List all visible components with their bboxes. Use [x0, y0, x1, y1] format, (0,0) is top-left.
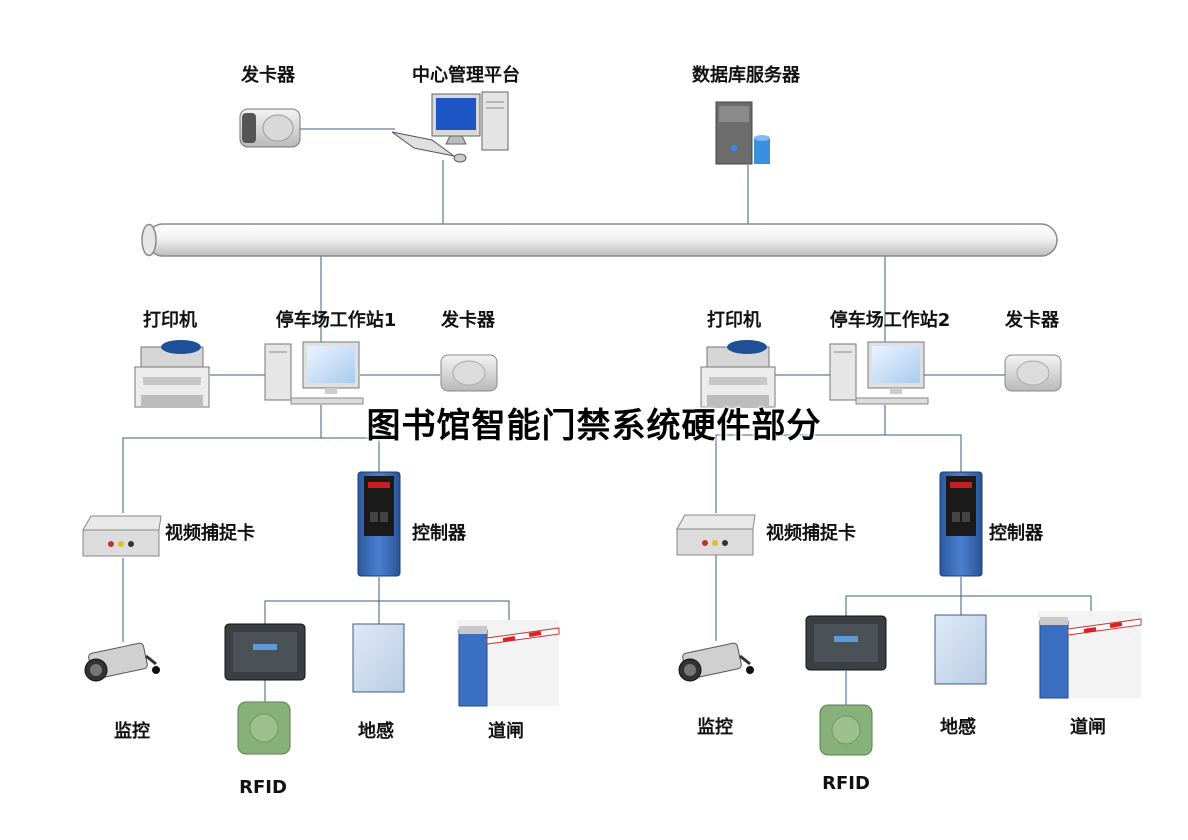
rfid-reader-icon: [805, 615, 887, 671]
video-capture-label: 视频捕捉卡: [766, 523, 856, 544]
workstation-computer-icon: [264, 341, 364, 405]
controller-label: 控制器: [412, 523, 466, 544]
workstation-label: 停车场工作站2: [829, 310, 951, 331]
rfid-label: RFID: [822, 773, 870, 794]
printer-label: 打印机: [143, 310, 197, 331]
rfid-tag-icon: [237, 701, 291, 755]
barrier-gate-icon: [457, 620, 560, 707]
connection-lines: [122, 128, 1092, 706]
barrier-gate-label: 道闸: [488, 721, 524, 742]
printer-icon: [134, 340, 210, 408]
ground-sensor-icon: [352, 623, 405, 693]
ground-sensor-label: 地感: [940, 717, 976, 738]
desktop-computer-icon: [391, 91, 509, 163]
card-issuer-label: 发卡器: [441, 310, 495, 331]
controller-cabinet-icon: [357, 471, 401, 577]
card-issuer-icon: [239, 108, 301, 148]
controller-cabinet-icon: [939, 471, 983, 577]
card-issuer-icon: [440, 354, 498, 392]
video-capture-card-icon: [676, 514, 756, 556]
rfid-label: RFID: [239, 777, 287, 798]
printer-label: 打印机: [707, 310, 761, 331]
ground-sensor-icon: [934, 614, 987, 685]
controller-label: 控制器: [989, 523, 1043, 544]
video-capture-label: 视频捕捉卡: [165, 523, 255, 544]
barrier-gate-label: 道闸: [1070, 717, 1106, 738]
workstation-label: 停车场工作站1: [275, 310, 397, 331]
card-issuer-label: 发卡器: [1005, 310, 1059, 331]
card-issuer-label: 发卡器: [241, 65, 295, 86]
database-server-label: 数据库服务器: [692, 65, 800, 86]
card-issuer-icon: [1004, 354, 1062, 392]
database-server-icon: [715, 101, 770, 165]
camera-label: 监控: [697, 717, 733, 738]
barrier-gate-icon: [1038, 611, 1142, 699]
network-backbone-tube: [141, 223, 1058, 257]
rfid-tag-icon: [819, 704, 873, 756]
surveillance-camera-icon: [678, 642, 754, 682]
ground-sensor-label: 地感: [358, 721, 394, 742]
rfid-reader-icon: [224, 623, 306, 681]
surveillance-camera-icon: [84, 642, 160, 682]
camera-label: 监控: [114, 721, 150, 742]
management-platform-label: 中心管理平台: [412, 65, 520, 86]
overlay-title: 图书馆智能门禁系统硬件部分: [366, 406, 822, 446]
workstation-computer-icon: [829, 341, 929, 405]
printer-icon: [700, 340, 776, 408]
video-capture-card-icon: [82, 515, 162, 557]
